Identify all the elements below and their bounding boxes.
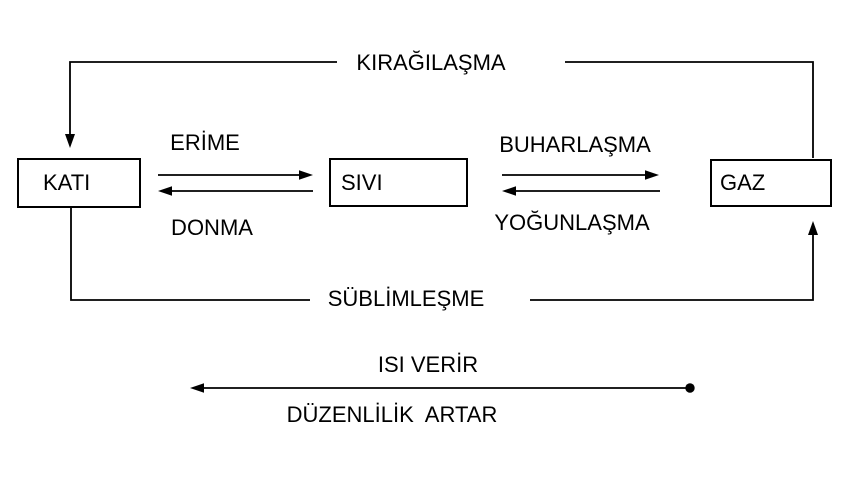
arrow-sublimlesme-left-segment [70, 208, 310, 301]
endpoint-dot [685, 383, 695, 393]
arrowhead-left-yogunlasma [502, 186, 516, 196]
arrowhead-left-isi-verir [190, 383, 204, 393]
node-gaz-label: GAZ [720, 170, 766, 195]
label-duzenlilik-artar: DÜZENLİLİK ARTAR [286, 402, 498, 427]
arrow-sublimlesme-right-segment [530, 233, 814, 301]
label-yogunlasma: YOĞUNLAŞMA [494, 210, 650, 235]
arrow-kiragilasma-right-segment [565, 61, 814, 158]
node-sivi-label: SIVI [341, 169, 383, 195]
arrowhead-left-donma [158, 186, 172, 196]
label-sublimlesme: SÜBLİMLEŞME [327, 286, 485, 311]
arrowhead-up-gaz [808, 221, 818, 235]
label-buharlasma: BUHARLAŞMA [499, 132, 651, 157]
arrow-kiragilasma-left-segment [69, 61, 337, 136]
arrowhead-down-kati [65, 134, 75, 148]
label-isi-verir: ISI VERİR [377, 352, 479, 377]
node-kati: KATI [17, 158, 141, 208]
arrowhead-right-erime [299, 170, 313, 180]
node-kati-label: KATI [43, 170, 91, 195]
label-erime: ERİME [170, 130, 240, 155]
node-gaz: GAZ [710, 159, 832, 207]
node-sivi: SIVI [329, 158, 468, 207]
label-donma: DONMA [171, 215, 253, 240]
label-kiragilasma: KIRAĞILAŞMA [356, 50, 506, 75]
arrowhead-right-buharlasma [645, 170, 659, 180]
